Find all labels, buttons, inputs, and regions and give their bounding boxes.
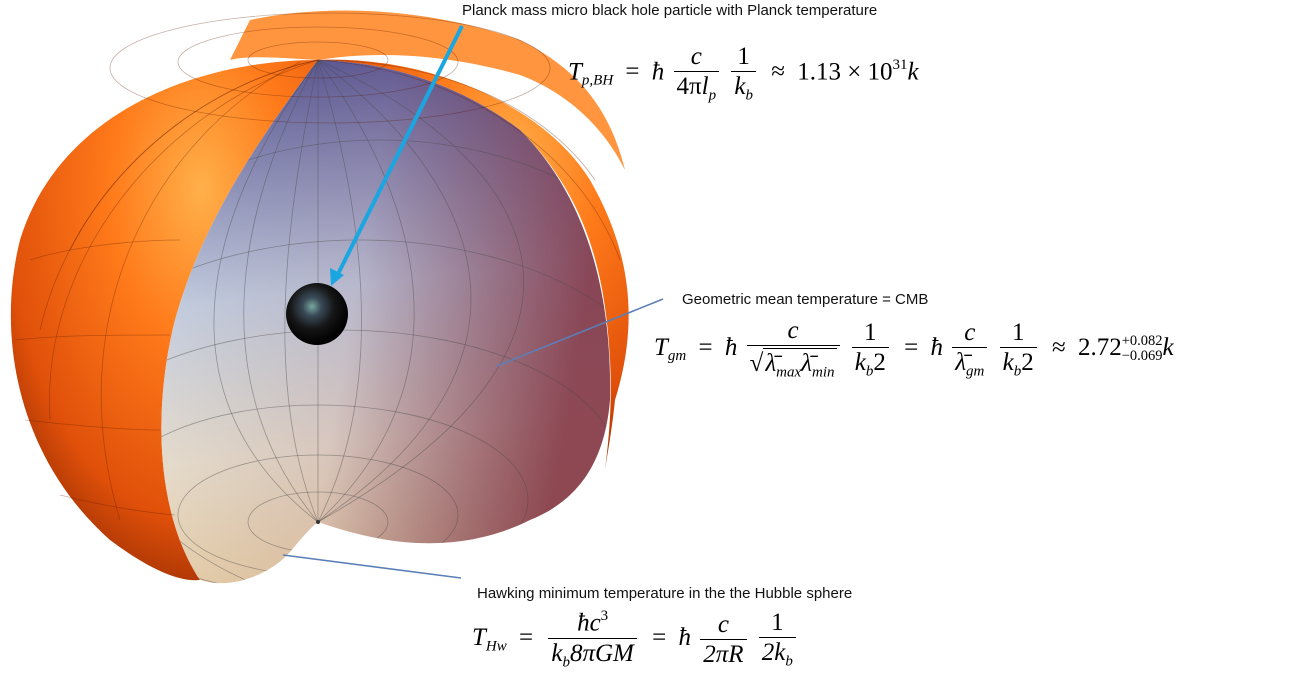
cmb-pointer-line bbox=[496, 298, 664, 367]
hawking-num3: 1 bbox=[758, 610, 796, 638]
cmb-fraction-4: 1 kb2 bbox=[999, 320, 1037, 379]
cmb-num2: 1 bbox=[851, 320, 889, 348]
hawking-formula: THw = ħc3 kb8πGM = ħ c 2πR 1 2kb bbox=[472, 609, 799, 670]
cmb-formula: Tgm = ħ c √λ̄maxλ̄min 1 kb2 = ħ c λ̄gm 1… bbox=[654, 317, 1174, 381]
hawking-fraction-2: c 2πR bbox=[700, 610, 747, 668]
planck-lhs-symbol: T bbox=[568, 58, 582, 86]
cmb-fraction-1: c √λ̄maxλ̄min bbox=[746, 317, 840, 381]
sphere-shell-right bbox=[318, 59, 629, 470]
hawking-pointer-line bbox=[282, 554, 462, 579]
shell-grid bbox=[14, 12, 621, 521]
planck-arrow-head bbox=[330, 268, 344, 286]
cmb-den4-tail: 2 bbox=[1021, 348, 1034, 376]
sphere-shell bbox=[10, 60, 318, 581]
cmb-den4-sub: b bbox=[1013, 362, 1022, 379]
cmb-num3: c bbox=[964, 318, 976, 346]
cmb-num1: c bbox=[787, 317, 799, 344]
planck-approx: ≈ bbox=[771, 58, 785, 86]
cmb-hbar-2: ħ bbox=[930, 333, 943, 361]
hawking-den1-var: k bbox=[551, 639, 563, 667]
cmb-sqrt-a-sub: max bbox=[776, 364, 802, 381]
cmb-den4-var: k bbox=[1002, 348, 1014, 376]
cmb-hbar: ħ bbox=[724, 333, 738, 361]
cmb-sqrt-a: λ̄ bbox=[765, 350, 777, 377]
planck-value: 1.13 × 10 bbox=[797, 58, 893, 86]
hawking-num1-exp: 3 bbox=[600, 608, 609, 624]
cmb-den2-tail: 2 bbox=[873, 348, 886, 376]
hawking-den3-sub: b bbox=[785, 653, 793, 669]
cmb-lhs-symbol: T bbox=[654, 333, 668, 361]
planck-num2: 1 bbox=[731, 44, 756, 72]
interior-grid bbox=[161, 60, 611, 584]
cmb-den2-sub: b bbox=[865, 362, 874, 379]
hawking-den1-tail: 8πGM bbox=[569, 639, 634, 667]
pole-marker bbox=[316, 520, 320, 524]
cmb-den3: λ̄ bbox=[955, 348, 967, 376]
hawking-lhs-symbol: T bbox=[472, 624, 486, 652]
hawking-fraction-1: ħc3 kb8πGM bbox=[548, 609, 637, 670]
cmb-fraction-2: 1 kb2 bbox=[851, 320, 889, 379]
planck-particle bbox=[286, 283, 348, 345]
cmb-uncertainty: +0.082−0.069 bbox=[1121, 332, 1163, 365]
cmb-value: 2.72 bbox=[1077, 333, 1122, 361]
hawking-num1: ħc bbox=[577, 609, 601, 637]
planck-exponent: 31 bbox=[892, 56, 908, 73]
planck-num1: c bbox=[690, 43, 702, 70]
hawking-den2: 2πR bbox=[703, 640, 744, 668]
cmb-lhs-sub: gm bbox=[667, 348, 687, 365]
cmb-upper: +0.082 bbox=[1121, 332, 1163, 349]
planck-den1-sub: p bbox=[708, 87, 717, 104]
planck-hbar: ħ bbox=[651, 58, 665, 86]
cmb-fraction-3: c λ̄gm bbox=[952, 318, 988, 379]
planck-den2-sub: b bbox=[745, 87, 753, 104]
hawking-num2: c bbox=[717, 610, 729, 638]
cmb-den3-sub: gm bbox=[966, 362, 985, 379]
interior-shadow bbox=[161, 60, 611, 584]
cmb-sqrt-b: λ̄ bbox=[801, 350, 812, 377]
hawking-fraction-3: 1 2kb bbox=[758, 610, 796, 669]
planck-formula: Tp,BH = ħ c 4πlp 1 kb ≈ 1.13 × 1031k bbox=[568, 43, 919, 104]
cmb-unit: k bbox=[1162, 333, 1174, 361]
cmb-sqrt-b-sub: min bbox=[812, 364, 835, 381]
sphere-shell-cap bbox=[230, 10, 625, 170]
cmb-sqrt: √λ̄maxλ̄min bbox=[749, 348, 837, 381]
planck-fraction-1: c 4πlp bbox=[673, 43, 720, 104]
planck-den1-var: l bbox=[701, 73, 709, 100]
planck-caption: Planck mass micro black hole particle wi… bbox=[462, 2, 878, 19]
planck-unit: k bbox=[907, 58, 919, 86]
planck-den2-var: k bbox=[734, 73, 746, 100]
hawking-hbar: ħ bbox=[678, 624, 691, 652]
cmb-num4: 1 bbox=[999, 320, 1037, 348]
planck-fraction-2: 1 kb bbox=[731, 44, 756, 103]
cmb-approx: ≈ bbox=[1052, 333, 1066, 361]
planck-lhs-sub: p,BH bbox=[581, 72, 614, 89]
planck-den1-coef: 4π bbox=[676, 73, 702, 100]
hawking-lhs-sub: Hw bbox=[485, 638, 507, 655]
cmb-den2-var: k bbox=[854, 348, 866, 376]
cmb-caption: Geometric mean temperature = CMB bbox=[682, 291, 929, 308]
hawking-den1-sub: b bbox=[562, 653, 570, 670]
cmb-lower: −0.069 bbox=[1121, 348, 1163, 365]
planck-arrow-line bbox=[335, 25, 464, 277]
hawking-caption: Hawking minimum temperature in the the H… bbox=[477, 585, 853, 602]
hawking-den3-coef: 2k bbox=[761, 638, 786, 666]
